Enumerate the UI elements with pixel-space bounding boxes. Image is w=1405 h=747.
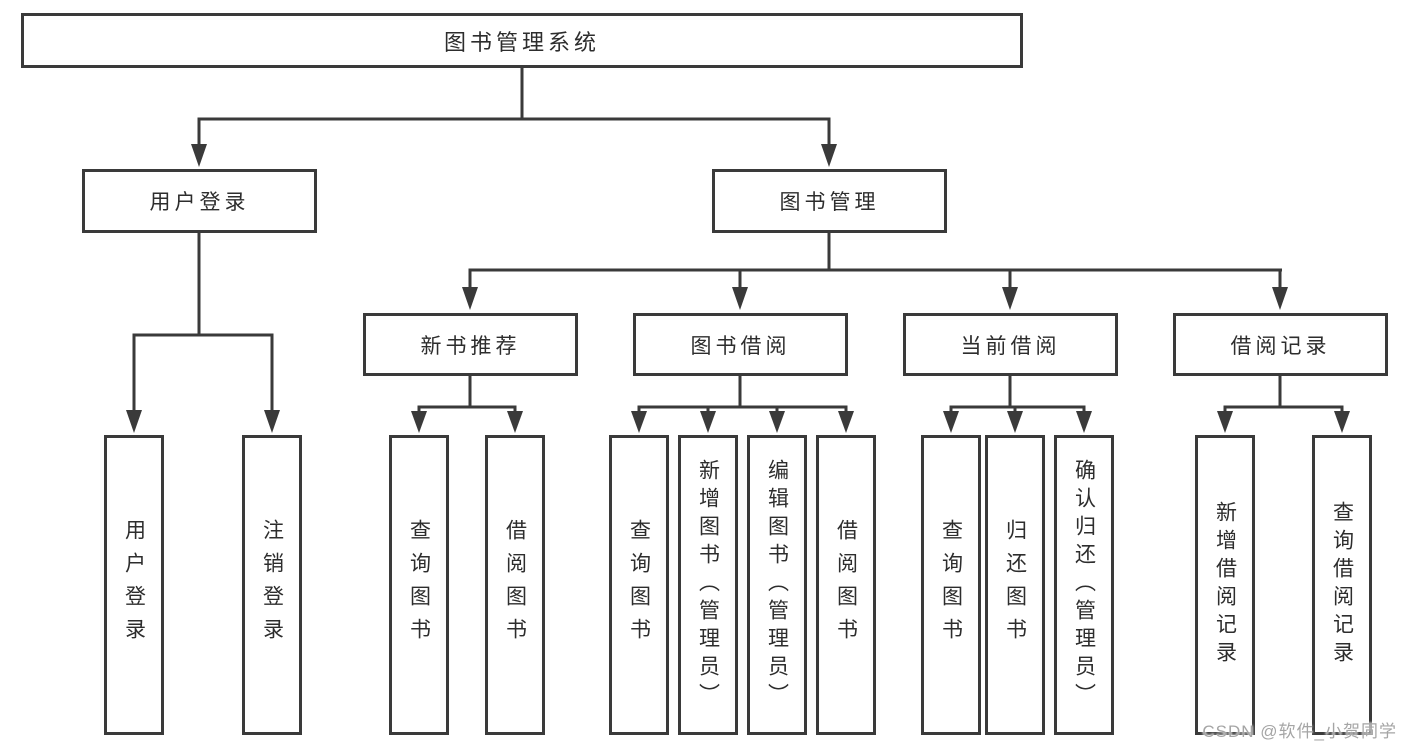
leaf-query-books-newbooks-label: 查询图书 xyxy=(407,519,431,651)
connector-user-login-split xyxy=(126,231,280,433)
leaf-edit-book-admin: 编辑图书（管理员） xyxy=(747,435,807,735)
node-root-label: 图书管理系统 xyxy=(443,29,600,55)
leaf-query-books-current: 查询图书 xyxy=(921,435,981,735)
leaf-confirm-return-admin-label: 确认归还（管理员） xyxy=(1072,459,1096,711)
node-user-login: 用户登录 xyxy=(82,169,317,233)
node-user-login-label: 用户登录 xyxy=(149,191,250,214)
node-book-borrow: 图书借阅 xyxy=(633,313,848,376)
leaf-user-login-label: 用户登录 xyxy=(122,519,146,651)
node-new-book-recommend-label: 新书推荐 xyxy=(420,334,521,358)
leaf-return-books: 归还图书 xyxy=(985,435,1045,735)
node-new-book-recommend: 新书推荐 xyxy=(363,313,578,376)
leaf-query-books-borrow: 查询图书 xyxy=(609,435,669,735)
leaf-add-borrow-record: 新增借阅记录 xyxy=(1195,435,1255,735)
leaf-borrow-books-newbooks: 借阅图书 xyxy=(485,435,545,735)
node-borrow-records-label: 借阅记录 xyxy=(1230,334,1331,358)
leaf-edit-book-admin-label: 编辑图书（管理员） xyxy=(765,459,789,711)
leaf-return-books-label: 归还图书 xyxy=(1003,519,1027,651)
node-book-borrow-label: 图书借阅 xyxy=(690,334,791,358)
node-current-borrow: 当前借阅 xyxy=(903,313,1118,376)
node-borrow-records: 借阅记录 xyxy=(1173,313,1388,376)
leaf-confirm-return-admin: 确认归还（管理员） xyxy=(1054,435,1114,735)
leaf-logout: 注销登录 xyxy=(242,435,302,735)
connector-new-books-split xyxy=(411,374,523,433)
connector-book-management-split xyxy=(462,231,1288,310)
leaf-borrow-books-borrow: 借阅图书 xyxy=(816,435,876,735)
node-root-library-system: 图书管理系统 xyxy=(21,13,1023,68)
connector-borrow-records-split xyxy=(1217,374,1350,433)
leaf-borrow-books-newbooks-label: 借阅图书 xyxy=(503,519,527,651)
leaf-query-books-newbooks: 查询图书 xyxy=(389,435,449,735)
leaf-query-books-current-label: 查询图书 xyxy=(939,519,963,651)
leaf-borrow-books-borrow-label: 借阅图书 xyxy=(834,519,858,651)
leaf-query-books-borrow-label: 查询图书 xyxy=(627,519,651,651)
node-book-management-label: 图书管理 xyxy=(779,191,880,214)
node-book-management: 图书管理 xyxy=(712,169,947,233)
leaf-add-book-admin-label: 新增图书（管理员） xyxy=(696,459,720,711)
leaf-add-borrow-record-label: 新增借阅记录 xyxy=(1213,501,1237,669)
leaf-user-login: 用户登录 xyxy=(104,435,164,735)
connector-current-borrow-split xyxy=(943,374,1092,433)
csdn-watermark: CSDN @软件_小贺同学 xyxy=(1202,722,1397,741)
connector-root-split xyxy=(191,66,837,167)
leaf-query-borrow-record-label: 查询借阅记录 xyxy=(1330,501,1354,669)
leaf-add-book-admin: 新增图书（管理员） xyxy=(678,435,738,735)
connector-book-borrow-split xyxy=(631,374,854,433)
leaf-query-borrow-record: 查询借阅记录 xyxy=(1312,435,1372,735)
node-current-borrow-label: 当前借阅 xyxy=(960,334,1061,358)
leaf-logout-label: 注销登录 xyxy=(260,519,284,651)
